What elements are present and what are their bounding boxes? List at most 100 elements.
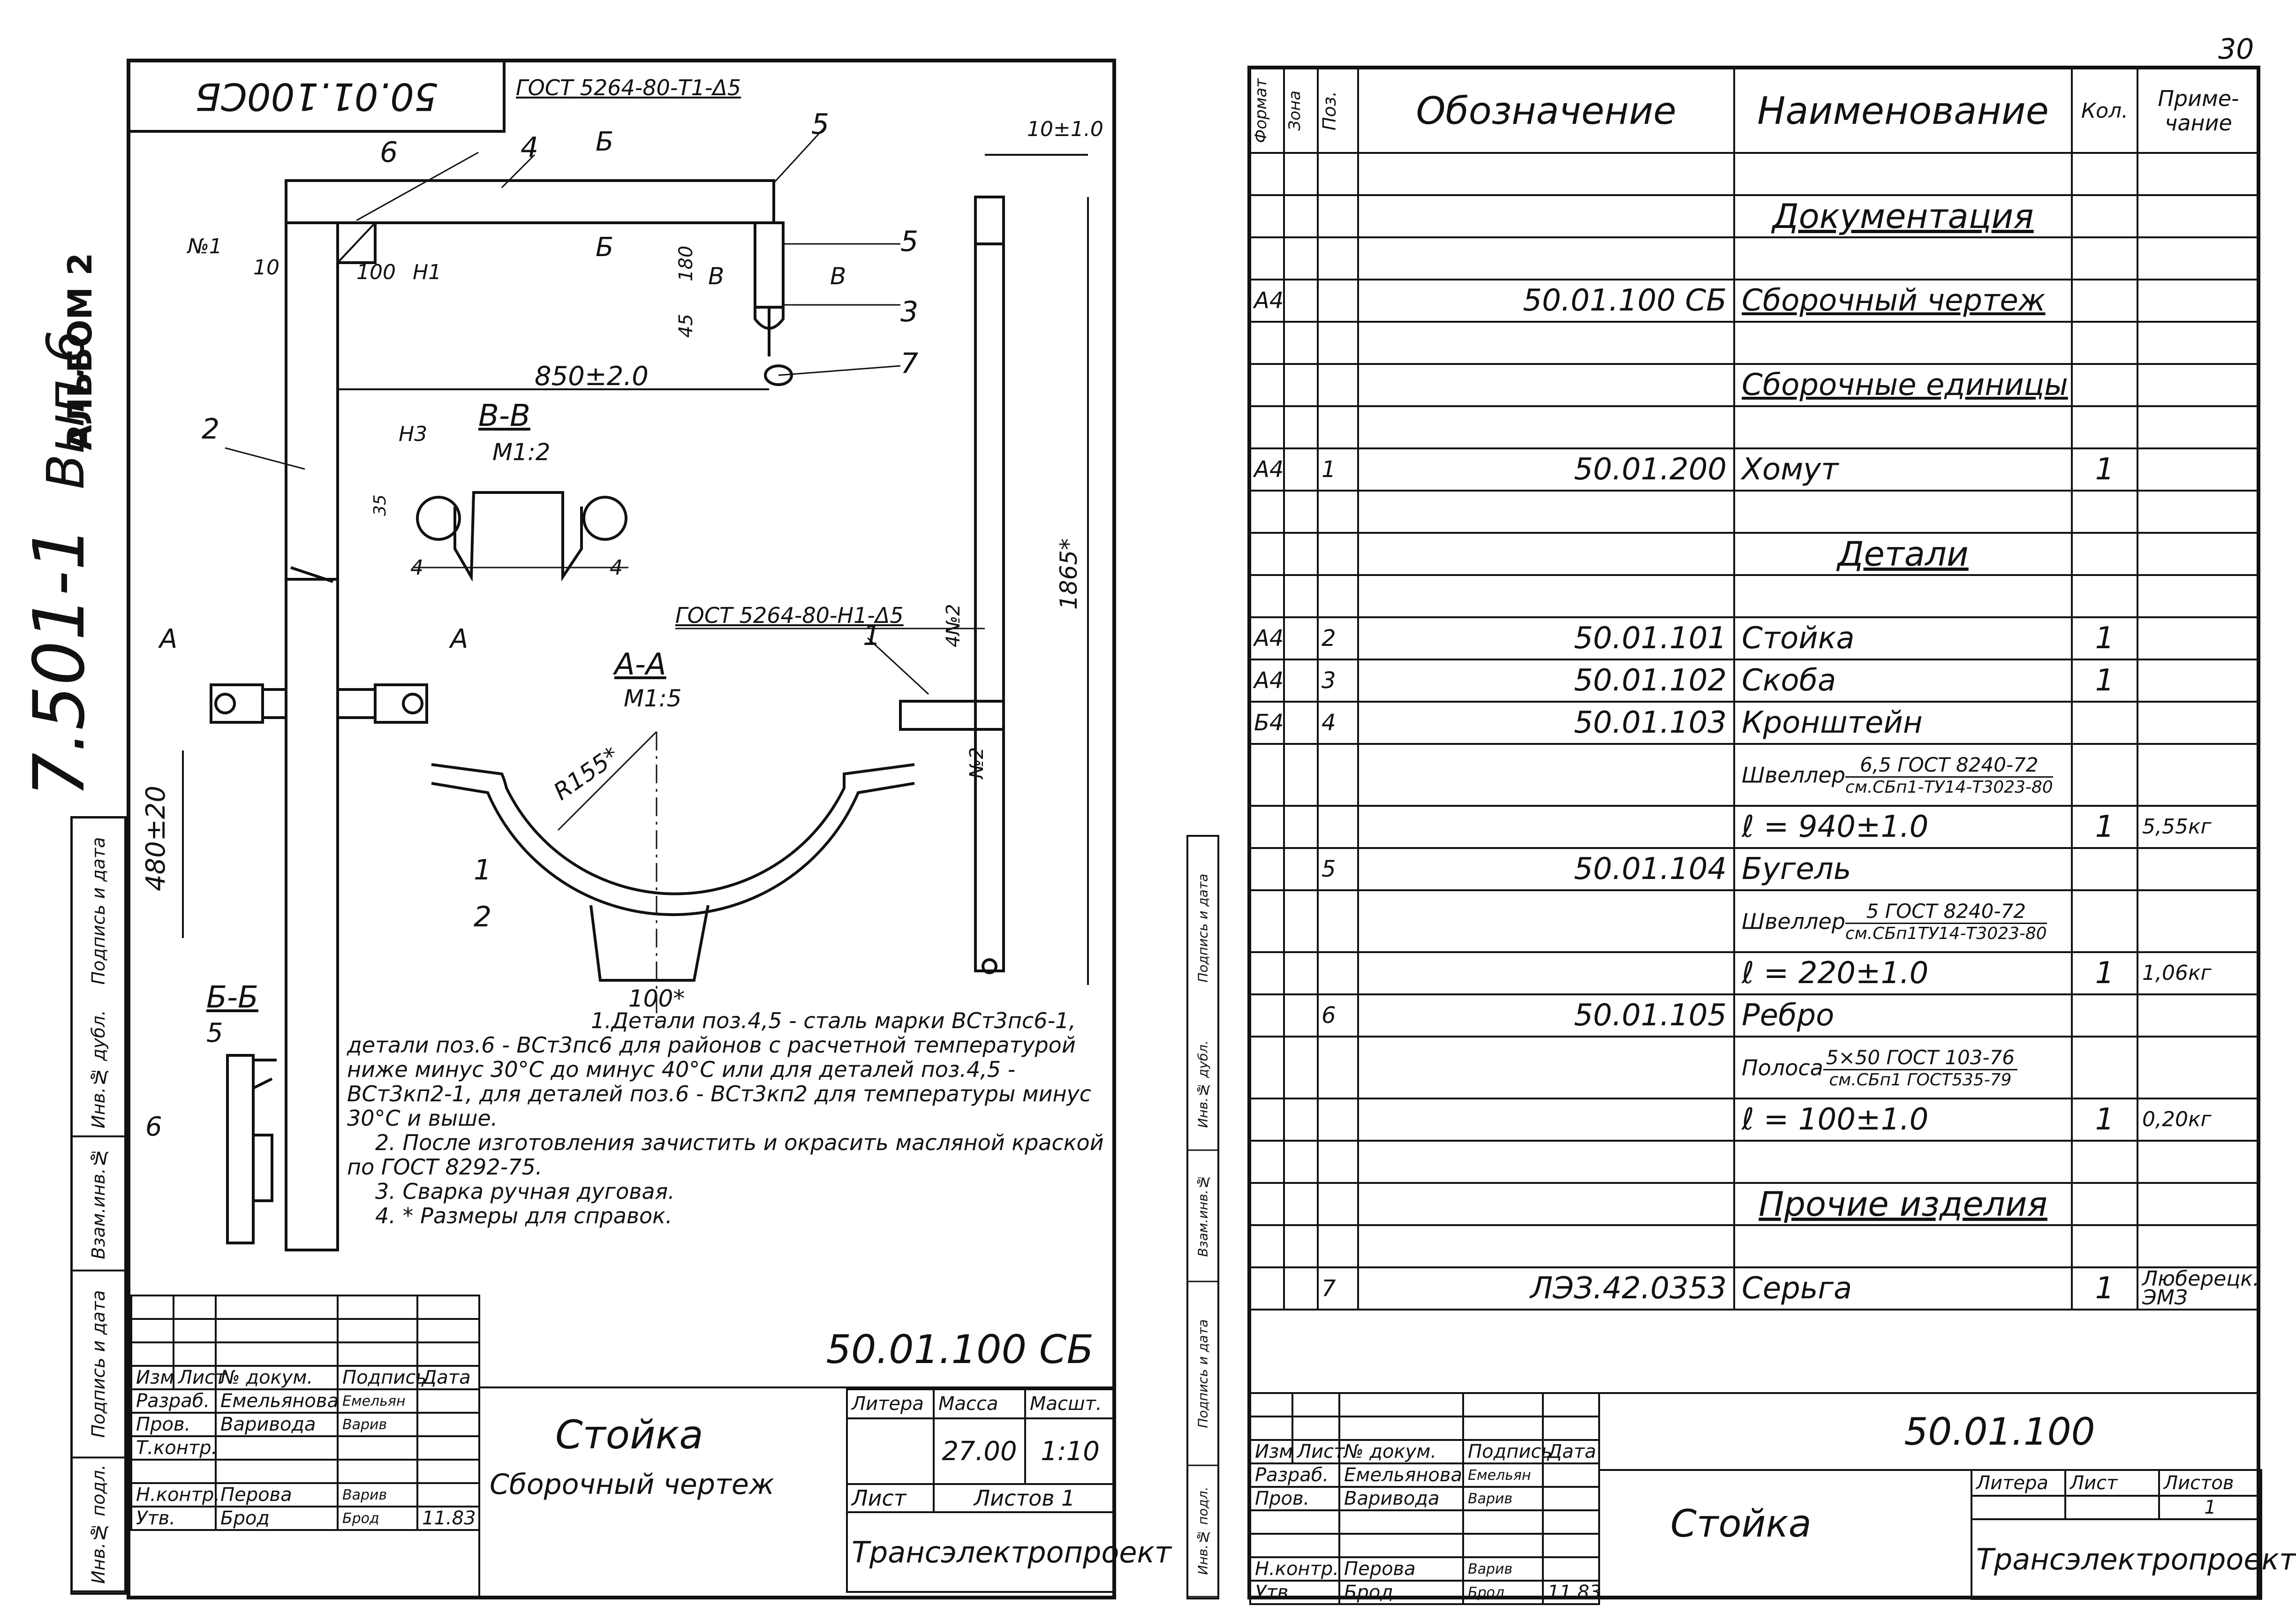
spec-row — [1249, 490, 2260, 534]
spec-row — [1249, 321, 2260, 365]
spec-cell-qty: 1 — [2071, 1098, 2138, 1142]
spec-cell-pos — [1317, 951, 1359, 995]
spec-cell-designation: 50.01.101 — [1357, 616, 1735, 660]
tb-head-sheet-r: Лист — [2064, 1469, 2160, 1497]
spec-cell-pos — [1317, 194, 1359, 238]
spec-cell-zone — [1283, 1036, 1319, 1099]
technical-notes: 1.Детали поз.4,5 - сталь марки ВСт3пс6-1… — [347, 1008, 1107, 1228]
tb-scale-value: 1:10 — [1024, 1417, 1116, 1485]
spec-cell-designation — [1357, 1140, 1735, 1184]
spec-cell-designation — [1357, 1182, 1735, 1226]
spec-cell-name: Скоба — [1733, 659, 2073, 703]
pos-label-5-c: 5 — [206, 1018, 223, 1048]
tb-head-scale: Масшт. — [1024, 1388, 1116, 1419]
spec-cell-zone — [1283, 743, 1319, 807]
spec-cell-note — [2137, 616, 2260, 660]
spec-cell-name: Сборочный чертеж — [1733, 279, 2073, 323]
dim-1865: 1865* — [1055, 538, 1082, 610]
pos-label-1-b: 1 — [474, 854, 492, 886]
spec-cell-qty: 1 — [2071, 805, 2138, 849]
tb-person-sign: Варив — [1462, 1556, 1544, 1582]
spec-cell-zone — [1283, 993, 1319, 1038]
corner-code-box: 50.01.100СБ — [130, 62, 506, 133]
spec-cell-format — [1249, 1036, 1285, 1099]
section-vv-title: В-В — [478, 399, 530, 433]
spec-cell-zone — [1283, 616, 1319, 660]
spec-cell-pos — [1317, 321, 1359, 365]
spec-cell-designation — [1357, 363, 1735, 407]
spec-row — [1249, 152, 2260, 196]
spec-cell-designation: 50.01.103 — [1357, 701, 1735, 745]
dim-10: 10 — [253, 256, 279, 280]
spec-cell-zone — [1283, 951, 1319, 995]
spec-cell-pos — [1317, 1098, 1359, 1142]
weld-mark-4n2: 4№2 — [943, 604, 964, 648]
spec-cell-designation — [1357, 743, 1735, 807]
stamp-inv-podl: Инв.№ подл. — [73, 1458, 124, 1592]
spec-cell-pos: 4 — [1317, 701, 1359, 745]
tb-head-izm-r: Изм — [1249, 1439, 1293, 1464]
tb-person-sign: Емельян — [337, 1388, 418, 1414]
tb-role: Н.контр. — [130, 1482, 220, 1508]
spec-cell-pos: 7 — [1317, 1266, 1359, 1311]
spec-cell-note — [2137, 194, 2260, 238]
spec-cell-format: А4 — [1249, 616, 1285, 660]
spec-cell-designation — [1357, 236, 1735, 280]
weld-mark-n1: №1 — [188, 235, 222, 258]
stamp-vzam-r: Взам.инв.№ — [1188, 1151, 1217, 1282]
spec-cell-name: ℓ = 940±1.0 — [1733, 805, 2073, 849]
cut-mark-b-2: Б — [596, 232, 614, 263]
spec-cell-format: А4 — [1249, 659, 1285, 703]
spec-cell-zone — [1283, 152, 1319, 196]
spec-cell-note — [2137, 847, 2260, 891]
spec-cell-designation: 50.01.105 — [1357, 993, 1735, 1038]
dim-180: 180 — [675, 245, 697, 281]
stamp-inv-dubl: Инв.№ дубл. — [73, 1003, 124, 1138]
pos-label-5-a: 5 — [811, 108, 830, 141]
stamp-sign-date-r2: Подпись и дата — [1195, 873, 1211, 983]
tb-person-sign: Варив — [337, 1482, 418, 1508]
spec-cell-designation — [1357, 490, 1735, 534]
spec-cell-format — [1249, 532, 1285, 576]
spec-cell-note — [2137, 659, 2260, 703]
stamp-inv-podl-r: Инв.№ подл. — [1188, 1466, 1217, 1598]
spec-cell-format — [1249, 847, 1285, 891]
spec-cell-zone — [1283, 194, 1319, 238]
spec-cell-note — [2137, 447, 2260, 492]
spec-cell-note — [2137, 152, 2260, 196]
tb-head-sheets-r: Листов — [2158, 1469, 2262, 1497]
spec-cell-note — [2137, 490, 2260, 534]
specification-table: Формат Зона Поз. Обозначение Наименовани… — [1249, 68, 2260, 1311]
stamp-inv-dubl-r: Инв.№ дубл. — [1188, 1019, 1217, 1151]
spec-cell-qty — [2071, 1140, 2138, 1184]
tb-person-name: Варивода — [1338, 1486, 1464, 1511]
spec-cell-qty — [2071, 574, 2138, 618]
profile-prefix: Полоса — [1742, 1055, 1823, 1080]
spec-cell-designation — [1357, 951, 1735, 995]
pos-label-1-a: 1 — [863, 619, 881, 652]
spec-cell-zone — [1283, 574, 1319, 618]
note-2: 2. После изготовления зачистить и окраси… — [347, 1130, 1104, 1180]
tb-head-doc: № докум. — [215, 1365, 339, 1390]
col-header-name: Наименование — [1733, 68, 2073, 154]
spec-cell-qty — [2071, 993, 2138, 1038]
corner-code: 50.01.100СБ — [195, 74, 438, 118]
dim-100: 100 — [356, 260, 396, 284]
profile-standard: 5×50 ГОСТ 103-76 — [1823, 1046, 2018, 1070]
tb-head-litera-r: Литера — [1971, 1469, 2066, 1497]
spec-cell-qty — [2071, 152, 2138, 196]
section-vv-scale: М1:2 — [492, 439, 551, 466]
tb-person-date: 11.83 — [416, 1506, 480, 1531]
spec-cell-format: Б4 — [1249, 701, 1285, 745]
spec-cell-note — [2137, 405, 2260, 449]
note-3: 3. Сварка ручная дуговая. — [375, 1179, 675, 1204]
spec-cell-pos: 6 — [1317, 993, 1359, 1038]
dim-480: 480±20 — [141, 785, 171, 891]
cut-mark-a-2: А — [450, 624, 468, 654]
spec-cell-designation — [1357, 1224, 1735, 1268]
